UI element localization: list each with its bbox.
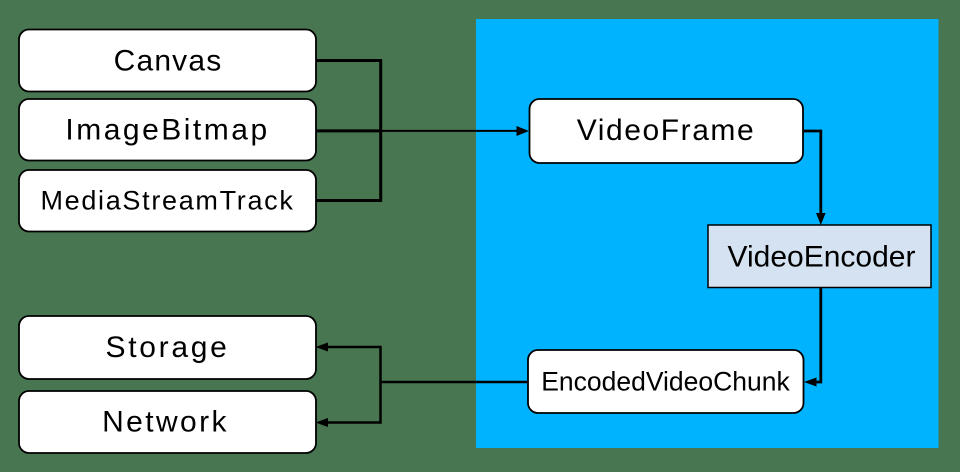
svg-text:Storage: Storage [106, 331, 230, 364]
svg-text:Network: Network [102, 406, 229, 439]
svg-text:VideoEncoder: VideoEncoder [728, 241, 916, 274]
svg-text:EncodedVideoChunk: EncodedVideoChunk [541, 367, 790, 397]
svg-text:ImageBitmap: ImageBitmap [65, 114, 269, 147]
svg-text:Canvas: Canvas [114, 45, 223, 78]
svg-text:VideoFrame: VideoFrame [577, 114, 755, 147]
svg-text:MediaStreamTrack: MediaStreamTrack [40, 186, 294, 216]
